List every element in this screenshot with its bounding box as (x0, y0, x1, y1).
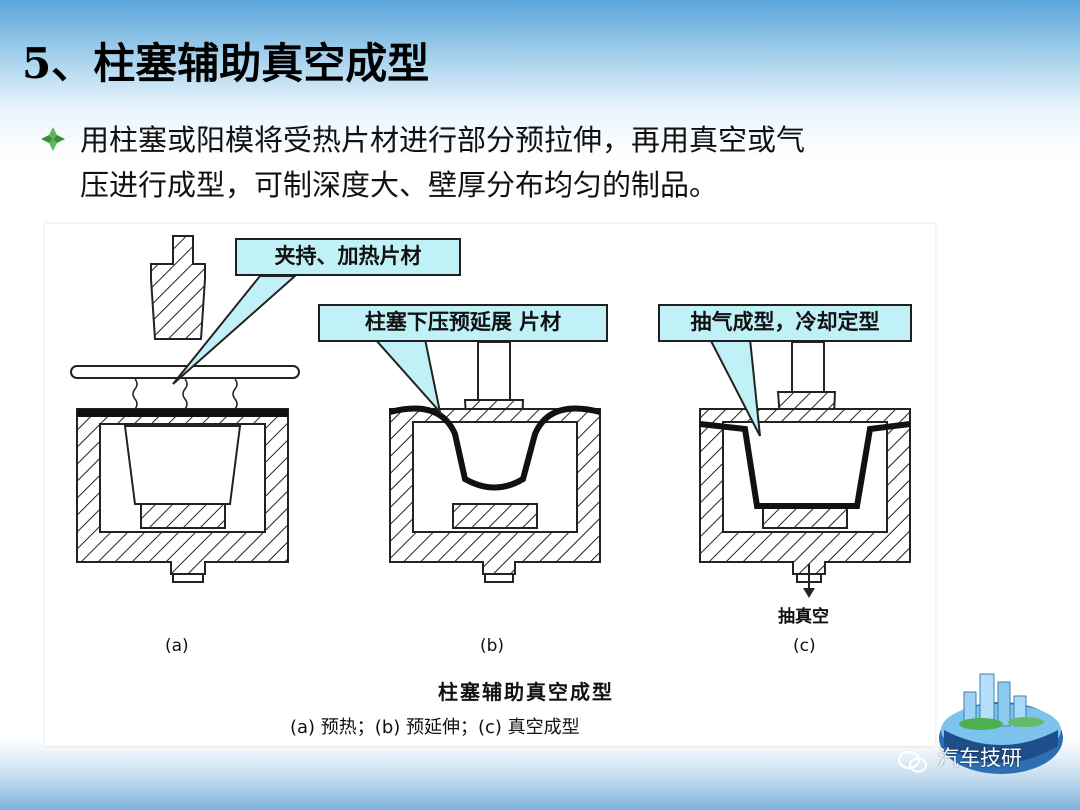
sub-label-a: (a) (165, 636, 189, 656)
mold-c (699, 408, 911, 598)
figure-caption-title: 柱塞辅助真空成型 (438, 680, 614, 704)
wechat-icon (898, 751, 927, 773)
callout-plunger-prestretch: 柱塞下压预延展 片材 (318, 304, 608, 342)
callout-clamp-heat: 夹持、加热片材 (235, 238, 461, 276)
mold-diagram (70, 235, 911, 598)
bullet-text: 用柱塞或阳模将受热片材进行部分预拉伸，再用真空或气 压进行成型，可制深度大、壁厚… (80, 118, 1000, 208)
diamond-bullet-icon (41, 127, 65, 151)
bullet-line-2: 压进行成型，可制深度大、壁厚分布均匀的制品。 (80, 168, 719, 202)
sub-label-b: (b) (480, 636, 505, 656)
mold-b (389, 405, 601, 583)
callout-pointer-b (372, 338, 442, 416)
callout-pointer-a (172, 275, 298, 385)
callout-vacuum-cool: 抽气成型，冷却定型 (658, 304, 912, 342)
mold-a (76, 408, 289, 583)
sub-label-c: (c) (793, 636, 816, 656)
city-globe-logo (939, 673, 1063, 774)
heat-waves-a (132, 378, 238, 410)
plunger-a (150, 235, 206, 340)
slide-title: 5、柱塞辅助真空成型 (22, 39, 430, 88)
figure-caption-sub: (a) 预热；(b) 预延伸；(c) 真空成型 (290, 717, 580, 738)
vacuum-label: 抽真空 (778, 607, 829, 627)
watermark-text: 汽车技研 (938, 746, 1022, 770)
bullet-line-1: 用柱塞或阳模将受热片材进行部分预拉伸，再用真空或气 (80, 123, 806, 157)
